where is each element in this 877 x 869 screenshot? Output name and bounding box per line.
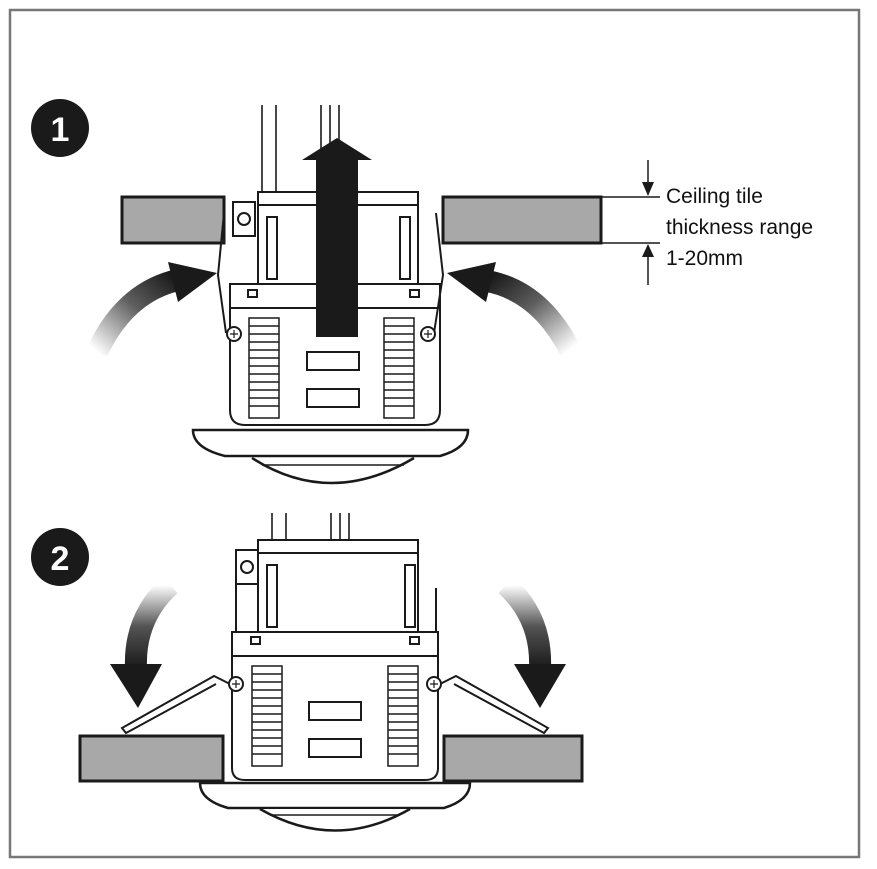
step-2-wires bbox=[271, 513, 350, 540]
step-1-ceiling-tile-left bbox=[120, 195, 226, 245]
step-2-sensor-body bbox=[231, 539, 439, 781]
step-1-vent-right bbox=[383, 317, 415, 419]
step-2-ceiling-tile-left bbox=[78, 734, 225, 783]
step-1-badge bbox=[31, 99, 89, 157]
step-1-wires bbox=[261, 105, 340, 192]
step-2-vent-left bbox=[251, 665, 283, 767]
step-1-number: 1 bbox=[51, 111, 70, 149]
step-2-vent-right bbox=[387, 665, 419, 767]
step-2: 2 bbox=[31, 513, 584, 832]
thickness-label-line-1: Ceiling tile bbox=[666, 185, 763, 208]
step-1-push-up-arrow bbox=[302, 138, 372, 337]
thickness-label-line-2: thickness range bbox=[666, 216, 814, 239]
step-1-ceiling-tile-right bbox=[441, 195, 603, 245]
step-1-thickness-dimension bbox=[601, 160, 660, 285]
step-2-badge bbox=[31, 528, 89, 586]
frame-border bbox=[8, 8, 861, 859]
step-2-curved-arrow-right bbox=[498, 576, 566, 708]
thickness-label-line-3: 1-20mm bbox=[666, 247, 744, 270]
step-1-curved-arrow-right bbox=[447, 262, 580, 356]
step-2-number: 2 bbox=[51, 540, 70, 578]
step-1-spring-clips bbox=[216, 212, 445, 342]
step-1-vent-left bbox=[248, 317, 280, 419]
step-2-ceiling-tile-right bbox=[442, 734, 584, 783]
step-2-curved-arrow-left bbox=[110, 576, 178, 708]
step-2-bezel bbox=[198, 781, 472, 832]
step-2-spring-clips bbox=[120, 674, 550, 735]
step-1-curved-arrow-left bbox=[87, 262, 217, 357]
step-1: 1 bbox=[31, 99, 660, 485]
step-1-bezel bbox=[191, 428, 470, 485]
